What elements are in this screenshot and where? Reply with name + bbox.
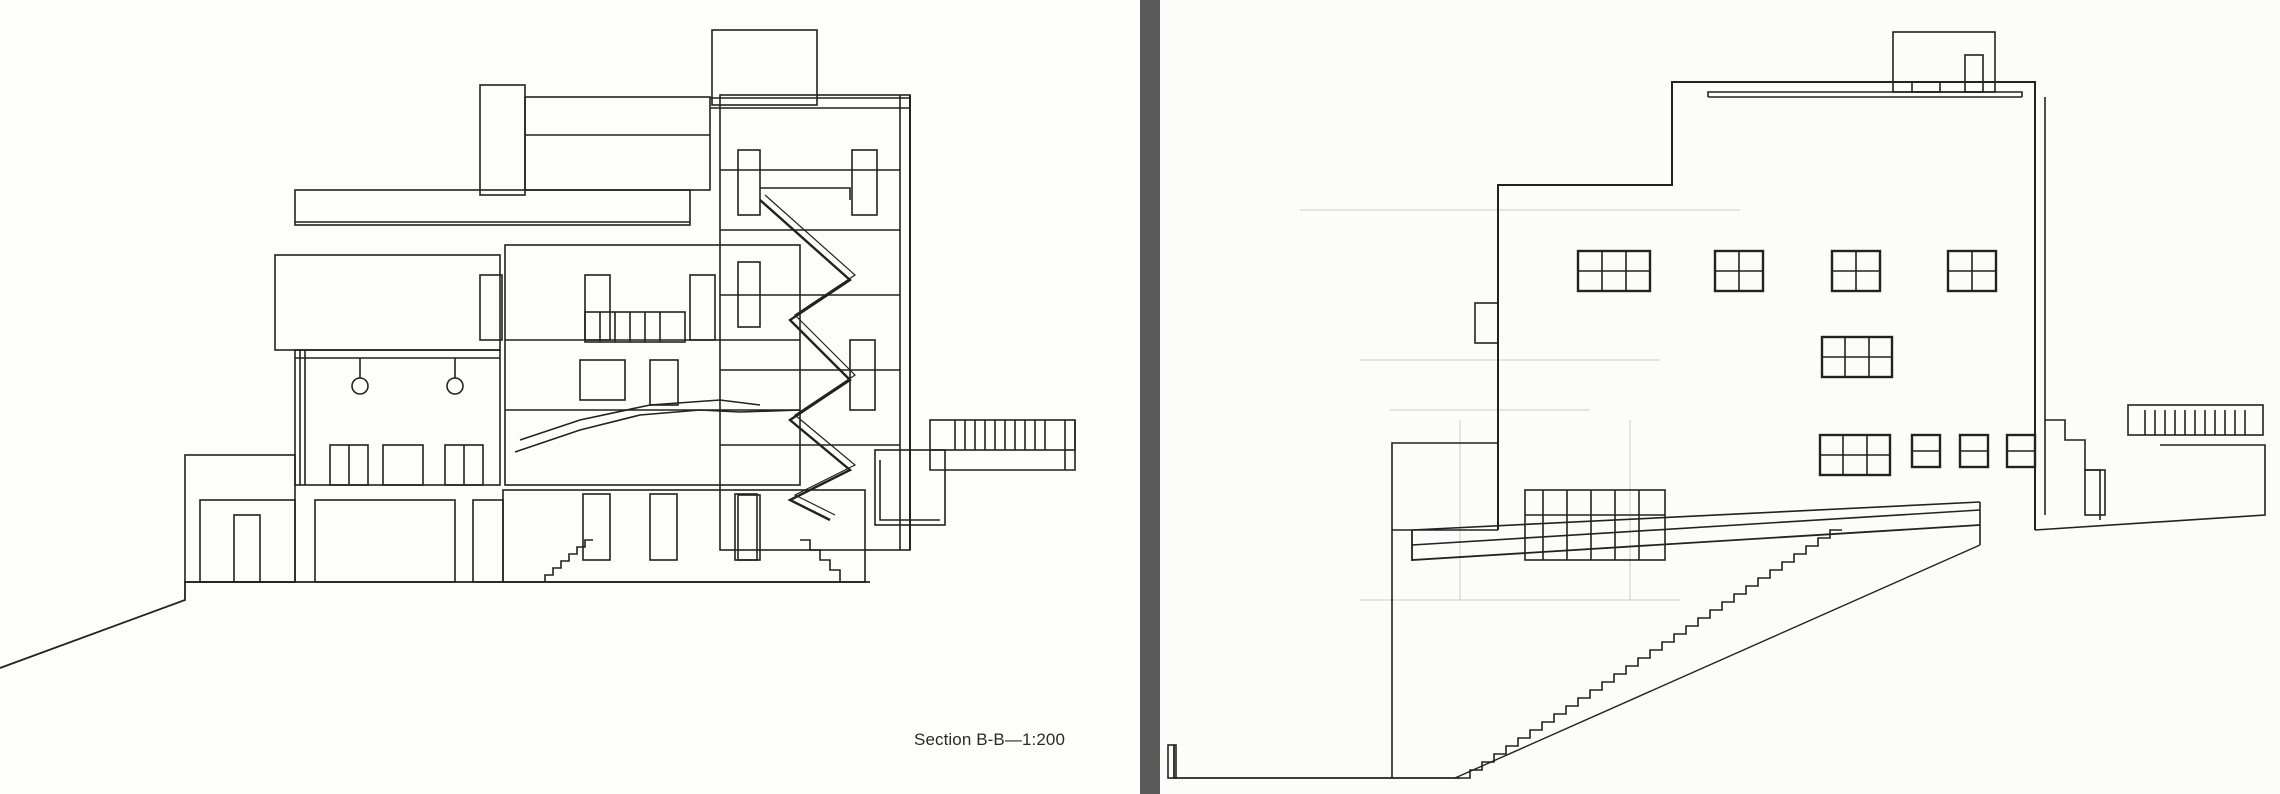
roof-box [1892, 31, 1996, 93]
chimney [479, 84, 526, 196]
tower-door-1 [737, 149, 761, 216]
roof-box [711, 29, 818, 106]
tower-door-4 [849, 339, 876, 411]
main-block-outline [1497, 81, 2036, 530]
pendant-lamp-2 [446, 377, 464, 395]
first-floor-roof [294, 189, 691, 226]
basement-door-3 [649, 493, 678, 561]
section-sheet: Section B-B—1:200 [0, 29, 1076, 749]
basement-stair-room [502, 489, 866, 583]
hall-floor [294, 349, 501, 486]
right-annex [874, 449, 946, 526]
windows [1576, 249, 2037, 477]
basement-room-2 [472, 499, 504, 583]
tower-door-2 [851, 149, 878, 216]
pendant-lamp-1 [351, 377, 369, 395]
door-mid-1 [479, 274, 503, 341]
basement-door [233, 514, 261, 583]
elevation-drawing [1167, 31, 2266, 779]
balustrade-mid [584, 311, 686, 343]
hall-window-2 [382, 444, 424, 486]
window-mid [579, 359, 626, 401]
long-stair [1460, 529, 1842, 779]
ground-line [1173, 745, 1460, 779]
upper-mass [524, 96, 711, 191]
right-wing [2034, 444, 2266, 531]
side-box [1474, 302, 1499, 344]
basement-garage [314, 499, 456, 583]
section-drawing [0, 29, 1076, 669]
basement-door-2 [582, 493, 611, 561]
basement-room [199, 499, 296, 583]
basement-stair [544, 539, 593, 582]
stair-tower [719, 94, 911, 551]
door-mid-4 [649, 359, 679, 406]
sheet-divider [1140, 0, 1160, 794]
ghost-lines [1300, 209, 1740, 601]
tower-door-3 [737, 261, 761, 328]
elevation-sheet [1160, 0, 2280, 794]
section-caption: Section B-B—1:200 [914, 730, 1066, 749]
door-mid-2 [584, 274, 611, 341]
central-ramp [514, 409, 801, 453]
first-floor [274, 254, 501, 351]
tower-door-5 [737, 494, 761, 561]
ground-line [0, 581, 870, 669]
core-middle [504, 244, 801, 486]
terrace-rail [1411, 524, 1981, 561]
terrace-rail [929, 419, 1076, 451]
stair-rail [759, 199, 853, 522]
basement-right-stair [800, 539, 841, 582]
podium [1391, 442, 1498, 778]
door-mid-3 [689, 274, 716, 341]
basement-block [184, 454, 296, 583]
